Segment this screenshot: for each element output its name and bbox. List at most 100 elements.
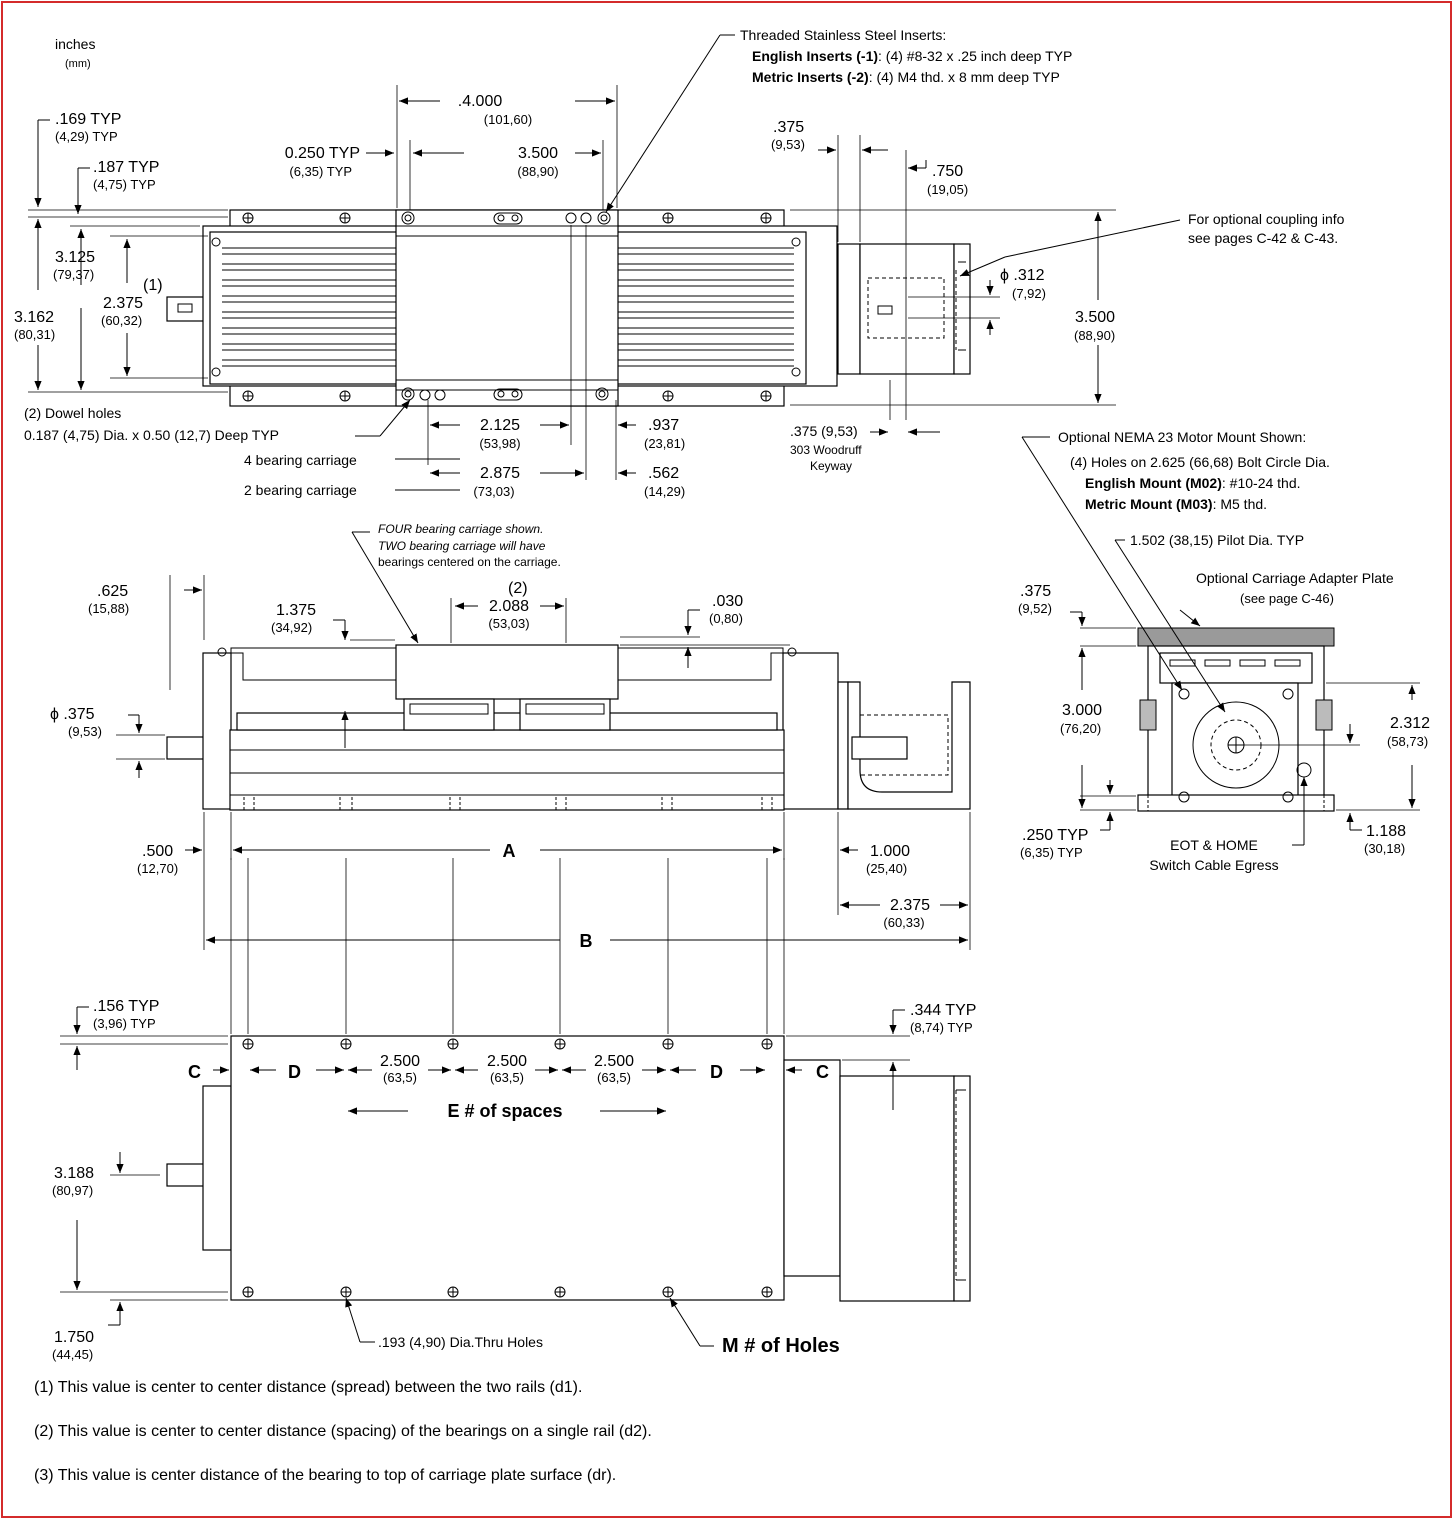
english-inserts-spec: : (4) #8-32 x .25 inch deep TYP bbox=[878, 48, 1072, 64]
note-ref-1: (1) bbox=[143, 277, 163, 294]
metric-mount-spec: : M5 thd. bbox=[1213, 496, 1267, 512]
eot-line2: Switch Cable Egress bbox=[1149, 857, 1278, 873]
end-view: Optional NEMA 23 Motor Mount Shown: (4) … bbox=[1018, 429, 1430, 873]
carriage-inserts bbox=[401, 211, 611, 401]
metric-inserts-spec: : (4) M4 thd. x 8 mm deep TYP bbox=[869, 69, 1060, 85]
dim-312: ϕ .312 bbox=[1000, 267, 1045, 284]
four-bearing-label: 4 bearing carriage bbox=[244, 452, 357, 468]
dim-169-mm: (4,29) TYP bbox=[55, 129, 118, 144]
dim-2088-mm: (53,03) bbox=[488, 616, 529, 631]
svg-text:Metric Mount (M03): M5 thd.: Metric Mount (M03): M5 thd. bbox=[1085, 496, 1267, 512]
dim-3500r-mm: (88,90) bbox=[1074, 328, 1115, 343]
dim-2312-mm: (58,73) bbox=[1387, 734, 1428, 749]
dim-156-mm: (3,96) TYP bbox=[93, 1016, 156, 1031]
dim-1188: 1.188 bbox=[1366, 823, 1406, 840]
dim-3162-mm: (80,31) bbox=[14, 327, 55, 342]
dim-625-mm: (15,88) bbox=[88, 601, 129, 616]
dim-3000: 3.000 bbox=[1062, 702, 1102, 719]
footnote-1: (1) This value is center to center dista… bbox=[34, 1379, 582, 1396]
dim-1375: 1.375 bbox=[276, 602, 316, 619]
dowel-line2: 0.187 (4,75) Dia. x 0.50 (12,7) Deep TYP bbox=[24, 427, 279, 443]
dim-169: .169 TYP bbox=[55, 111, 121, 128]
dim-937-mm: (23,81) bbox=[644, 436, 685, 451]
bottom-view: C D 2.500 (63,5) 2.500 (63,5) 2.500 (63,… bbox=[52, 858, 976, 1362]
dim-3188: 3.188 bbox=[54, 1165, 94, 1182]
dim-750: .750 bbox=[932, 163, 963, 180]
dim-937: .937 bbox=[648, 417, 679, 434]
note-ref-2: (2) bbox=[508, 580, 528, 597]
dim-3500r: 3.500 bbox=[1075, 309, 1115, 326]
dim-3125: 3.125 bbox=[55, 249, 95, 266]
label-a: A bbox=[503, 841, 516, 861]
coupling-line1: For optional coupling info bbox=[1188, 211, 1345, 227]
footnote-3: (3) This value is center distance of the… bbox=[34, 1467, 616, 1484]
keyway-line3: Keyway bbox=[810, 459, 852, 473]
spacing-1: 2.500 bbox=[380, 1053, 420, 1070]
keyway-line1: .375 (9,53) bbox=[790, 423, 858, 439]
dim-2375: 2.375 bbox=[103, 295, 143, 312]
dim-3500-mm: (88,90) bbox=[517, 164, 558, 179]
dim-312-mm: (7,92) bbox=[1012, 286, 1046, 301]
spacing-3: 2.500 bbox=[594, 1053, 634, 1070]
coupling-line2: see pages C-42 & C-43. bbox=[1188, 230, 1338, 246]
svg-text:English Inserts (-1): (4) #8-3: English Inserts (-1): (4) #8-32 x .25 in… bbox=[752, 48, 1072, 64]
dim-2125-mm: (53,98) bbox=[479, 436, 520, 451]
english-mount-label: English Mount (M02) bbox=[1085, 475, 1222, 491]
dim-0250: 0.250 TYP bbox=[285, 145, 360, 162]
svg-text:English Mount (M02): #10-24 th: English Mount (M02): #10-24 thd. bbox=[1085, 475, 1301, 491]
dim-375-mm: (9,53) bbox=[68, 724, 102, 739]
dim-3125-mm: (79,37) bbox=[53, 267, 94, 282]
units-primary: inches bbox=[55, 36, 95, 52]
dim-2375-mm: (60,32) bbox=[101, 313, 142, 328]
spacing-2-mm: (63,5) bbox=[490, 1070, 524, 1085]
dim-187: .187 TYP bbox=[93, 159, 159, 176]
dim-030: .030 bbox=[712, 593, 743, 610]
dim-750-mm: (19,05) bbox=[927, 182, 968, 197]
dim-0250-mm: (6,35) TYP bbox=[289, 164, 352, 179]
dim-562: .562 bbox=[648, 465, 679, 482]
dim-500: .500 bbox=[142, 843, 173, 860]
dim-250-mm: (6,35) TYP bbox=[1020, 845, 1083, 860]
english-mount-spec: : #10-24 thd. bbox=[1222, 475, 1301, 491]
carriage-note3: bearings centered on the carriage. bbox=[378, 555, 561, 569]
dim-187-mm: (4,75) TYP bbox=[93, 177, 156, 192]
dim-375e-mm: (9,52) bbox=[1018, 601, 1052, 616]
dim-4000-mm: (101,60) bbox=[484, 112, 532, 127]
dim-1000-mm: (25,40) bbox=[866, 861, 907, 876]
keyway-line2: 303 Woodruff bbox=[790, 443, 862, 457]
dowel-line1: (2) Dowel holes bbox=[24, 405, 121, 421]
footnotes: (1) This value is center to center dista… bbox=[34, 1379, 652, 1484]
m-holes: M # of Holes bbox=[722, 1335, 840, 1357]
eot-line1: EOT & HOME bbox=[1170, 837, 1258, 853]
nema-title: Optional NEMA 23 Motor Mount Shown: bbox=[1058, 429, 1306, 445]
side-view: FOUR bearing carriage shown. TWO bearing… bbox=[50, 522, 971, 951]
adapter-line2: (see page C-46) bbox=[1240, 591, 1334, 606]
base-holes bbox=[242, 1038, 773, 1298]
carriage-note2: TWO bearing carriage will have bbox=[378, 539, 546, 553]
metric-inserts-label: Metric Inserts (-2) bbox=[752, 69, 869, 85]
dim-2088: 2.088 bbox=[489, 598, 529, 615]
dim-625: .625 bbox=[97, 583, 128, 600]
dim-030-mm: (0,80) bbox=[709, 611, 743, 626]
dim-500-mm: (12,70) bbox=[137, 861, 178, 876]
dim-344-mm: (8,74) TYP bbox=[910, 1020, 973, 1035]
dim-2375s-mm: (60,33) bbox=[883, 915, 924, 930]
dim-375a-mm: (9,53) bbox=[771, 137, 805, 152]
label-b: B bbox=[580, 931, 593, 951]
dim-562-mm: (14,29) bbox=[644, 484, 685, 499]
dim-375: ϕ .375 bbox=[50, 706, 95, 723]
dim-3500: 3.500 bbox=[518, 145, 558, 162]
dim-250: .250 TYP bbox=[1022, 827, 1088, 844]
top-view: Threaded Stainless Steel Inserts: Englis… bbox=[14, 27, 1345, 499]
dim-2375s: 2.375 bbox=[890, 897, 930, 914]
footnote-2: (2) This value is center to center dista… bbox=[34, 1423, 652, 1440]
dim-3162: 3.162 bbox=[14, 309, 54, 326]
top-mount-holes bbox=[211, 212, 801, 402]
dim-2875: 2.875 bbox=[480, 465, 520, 482]
spacing-2: 2.500 bbox=[487, 1053, 527, 1070]
spacing-3-mm: (63,5) bbox=[597, 1070, 631, 1085]
thru-holes: .193 (4,90) Dia.Thru Holes bbox=[378, 1334, 543, 1350]
